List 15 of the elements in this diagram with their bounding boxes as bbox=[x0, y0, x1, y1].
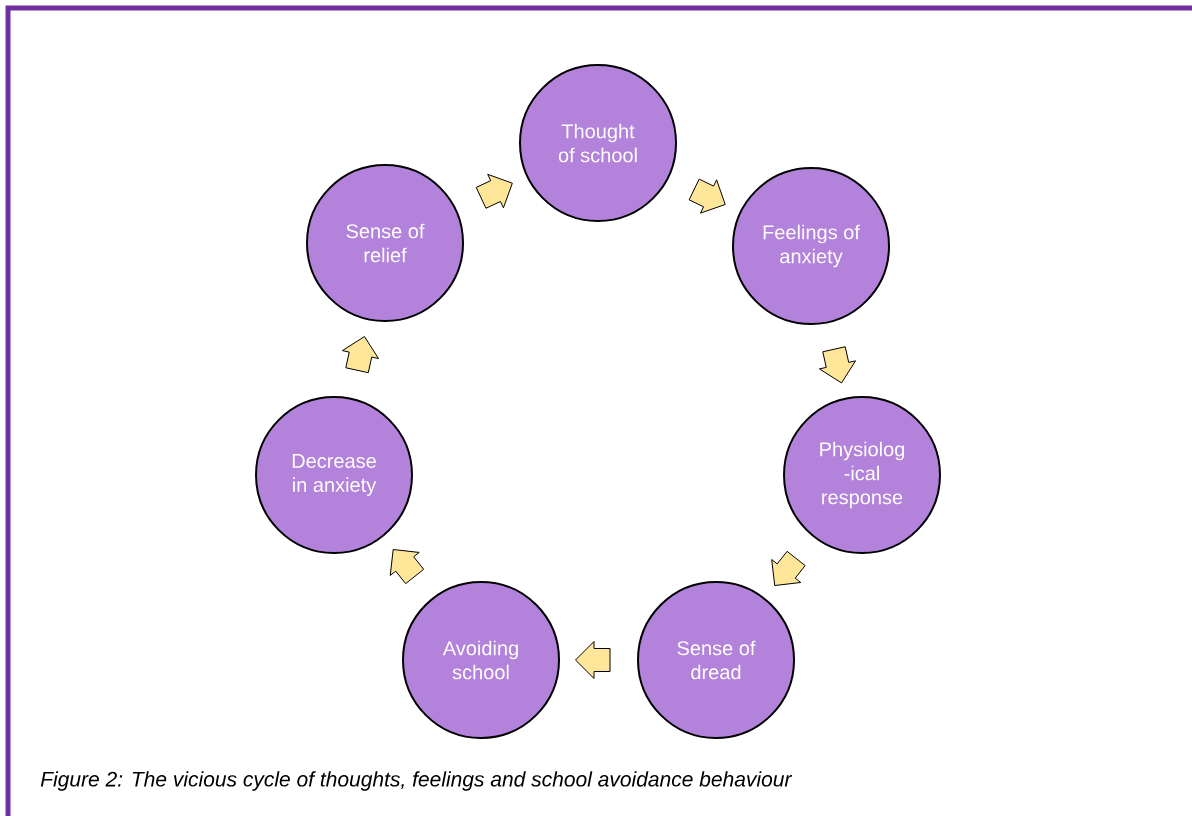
block-arrow bbox=[771, 550, 806, 587]
caption: Figure 2: The vicious cycle of thoughts, feelings and school avoidance behaviour bbox=[40, 771, 793, 791]
circle-node: Sense of dread bbox=[637, 581, 795, 739]
block-arrow bbox=[389, 549, 425, 585]
circle-node: Decrease in anxiety bbox=[255, 396, 413, 554]
block-arrow bbox=[575, 641, 611, 679]
circle-node: Physiolog -ical response bbox=[783, 396, 941, 554]
circle-node: Thought of school bbox=[519, 64, 677, 222]
circle-node: Feelings of anxiety bbox=[732, 167, 890, 325]
block-arrow bbox=[818, 346, 857, 384]
block-arrow bbox=[475, 173, 513, 209]
circle-node: Avoiding school bbox=[402, 581, 560, 739]
block-arrow bbox=[688, 178, 726, 214]
block-arrow bbox=[341, 336, 380, 374]
circle-node: Sense of relief bbox=[306, 164, 464, 322]
